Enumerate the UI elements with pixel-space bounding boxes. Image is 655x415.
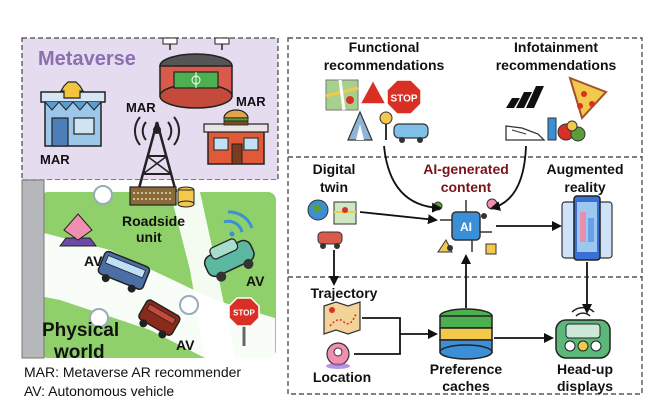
parking-icon bbox=[379, 111, 393, 140]
sneaker-icon bbox=[505, 125, 546, 141]
arrow-infotainment-to-ai bbox=[490, 145, 527, 211]
mar-label-1: MAR bbox=[40, 152, 70, 167]
functional-recommendations-line1: Functional bbox=[349, 39, 420, 55]
pizza-icon bbox=[568, 76, 608, 120]
arrow-digital-twin-to-ai bbox=[359, 211, 438, 225]
digital-twin-icon bbox=[307, 199, 357, 249]
wifi-icon bbox=[223, 210, 254, 237]
infotainment-recommendations-line2: recommendations bbox=[496, 57, 617, 73]
preference-caches-line2: caches bbox=[442, 378, 490, 394]
mar-label-2: MAR bbox=[126, 100, 156, 115]
head-up-displays-line1: Head-up bbox=[557, 361, 613, 377]
stop-sign-icon: STOP bbox=[228, 297, 260, 346]
infotainment-recommendations-line1: Infotainment bbox=[514, 39, 598, 55]
red-car-icon bbox=[138, 299, 181, 339]
right-panel: Functional recommendations Infotainment … bbox=[287, 37, 643, 395]
bus-icon bbox=[97, 250, 151, 293]
location-label: Location bbox=[313, 369, 371, 385]
augmented-reality-line1: Augmented bbox=[547, 161, 624, 177]
ar-phone-icon bbox=[561, 195, 613, 261]
navigation-arrow-icon bbox=[347, 110, 373, 141]
arrow-location-to-cache bbox=[354, 334, 401, 355]
cell-tower-icon bbox=[133, 116, 181, 193]
digital-twin-line1: Digital bbox=[313, 161, 356, 177]
stop-sign-icon-right: STOP bbox=[386, 79, 422, 115]
preference-caches-line1: Preference bbox=[430, 361, 503, 377]
stop-sign-text: STOP bbox=[233, 309, 255, 318]
hologram-icon bbox=[59, 213, 97, 247]
functional-recommendations-line2: recommendations bbox=[324, 57, 445, 73]
legend-av: AV: Autonomous vehicle bbox=[24, 383, 174, 399]
warning-sign-icon bbox=[358, 78, 388, 105]
stadium-icon bbox=[159, 37, 233, 109]
physical-world-panel: AV bbox=[21, 116, 278, 363]
connected-car-icon bbox=[203, 238, 255, 282]
av-label-3: AV bbox=[176, 337, 195, 353]
augmented-reality-line2: reality bbox=[564, 179, 605, 195]
edge-server-icon bbox=[129, 186, 195, 208]
brand-logo-icon bbox=[506, 86, 544, 108]
flow-arrows bbox=[329, 145, 592, 355]
digital-twin-line2: twin bbox=[320, 179, 348, 195]
arrow-functional-to-ai bbox=[383, 145, 442, 213]
car-icon-functional bbox=[393, 123, 429, 143]
restaurant-icon bbox=[203, 109, 269, 165]
location-icon bbox=[326, 342, 350, 369]
shop-icon bbox=[40, 81, 106, 147]
av-label-1: AV bbox=[84, 253, 103, 269]
physical-world-label-line1: Physical bbox=[42, 320, 119, 341]
trajectory-label: Trajectory bbox=[311, 285, 378, 301]
stop-sign-text-right: STOP bbox=[390, 94, 417, 105]
ai-generated-line1: AI-generated bbox=[423, 161, 509, 177]
map-pin-icons bbox=[89, 185, 199, 328]
groceries-icon bbox=[547, 117, 586, 142]
metaverse-panel: Metaverse MAR MAR MAR bbox=[21, 37, 279, 181]
mar-label-3: MAR bbox=[236, 94, 266, 109]
ai-chip-icon: AI bbox=[433, 198, 498, 255]
av-label-2: AV bbox=[246, 273, 265, 289]
head-up-displays-line2: displays bbox=[557, 378, 613, 394]
arrow-trajectory-to-cache bbox=[362, 317, 438, 339]
head-up-display-icon bbox=[555, 306, 611, 359]
database-icon bbox=[439, 308, 493, 360]
roadside-unit-label-line2: unit bbox=[136, 229, 162, 245]
physical-world-label-line2: world bbox=[53, 342, 105, 363]
ai-generated-line2: content bbox=[441, 179, 492, 195]
ai-chip-text: AI bbox=[460, 220, 472, 234]
legend-mar: MAR: Metaverse AR recommender bbox=[24, 364, 241, 380]
metaverse-title: Metaverse bbox=[38, 48, 136, 70]
map-icon bbox=[325, 79, 359, 111]
trajectory-map-icon bbox=[323, 301, 361, 335]
roadside-unit-label-line1: Roadside bbox=[122, 213, 185, 229]
